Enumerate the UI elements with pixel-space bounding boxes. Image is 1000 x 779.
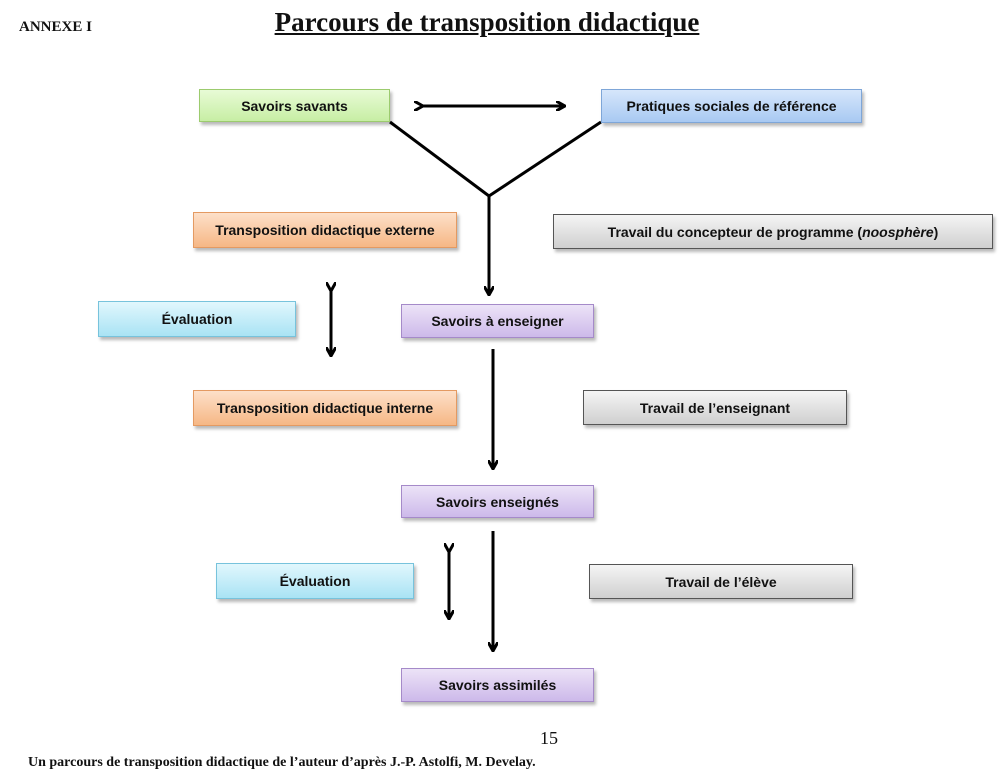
node-label: Savoirs savants — [241, 97, 348, 114]
node-label-suffix: ) — [933, 223, 939, 240]
page-title: Parcours de transposition didactique — [274, 7, 700, 37]
node-label: Travail de l’enseignant — [639, 399, 791, 416]
converge-left — [389, 120, 490, 198]
node-travail-eleve: Travail de l’élève — [589, 564, 853, 599]
node-label: Savoirs à enseigner — [431, 313, 564, 329]
node-transposition-externe: Transposition didactique externe — [193, 212, 457, 248]
node-savoirs-assimiles: Savoirs assimilés — [401, 668, 594, 702]
node-savoirs-enseignes: Savoirs enseignés — [401, 485, 594, 518]
node-label: Évaluation — [279, 573, 351, 589]
page-number: 15 — [540, 728, 558, 748]
node-travail-concepteur: Travail du concepteur de programme (noos… — [553, 214, 993, 249]
node-savoirs-a-enseigner: Savoirs à enseigner — [401, 304, 594, 338]
node-evaluation-1: Évaluation — [98, 301, 296, 337]
node-label: Transposition didactique interne — [216, 400, 434, 416]
node-label: Pratiques sociales de référence — [626, 98, 837, 114]
node-travail-enseignant: Travail de l’enseignant — [583, 390, 847, 425]
node-label-emphasis: noosphère — [862, 223, 934, 240]
annexe-label: ANNEXE I — [19, 19, 92, 35]
node-label: Savoirs assimilés — [438, 677, 557, 693]
figure-caption: Un parcours de transposition didactique … — [28, 755, 536, 770]
node-savoirs-savants: Savoirs savants — [199, 89, 390, 122]
node-label-prefix: Travail du concepteur de programme ( — [607, 223, 863, 240]
node-label: Transposition didactique externe — [215, 222, 435, 238]
node-evaluation-2: Évaluation — [216, 563, 414, 599]
node-transposition-interne: Transposition didactique interne — [193, 390, 457, 426]
node-pratiques-sociales: Pratiques sociales de référence — [601, 89, 862, 123]
node-label: Travail du concepteur de programme (noos… — [608, 224, 939, 240]
node-label: Travail de l’élève — [665, 573, 777, 590]
node-label: Évaluation — [161, 311, 233, 327]
node-label: Savoirs enseignés — [436, 493, 559, 510]
converge-right — [488, 120, 602, 198]
